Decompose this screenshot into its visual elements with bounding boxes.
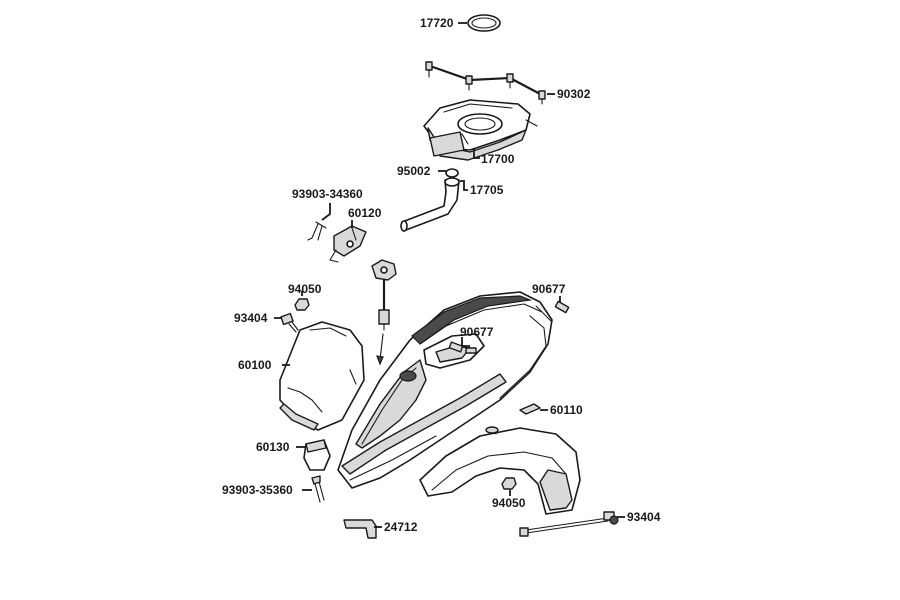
arrowhead bbox=[376, 355, 384, 366]
label-60100: 60100 bbox=[238, 358, 272, 372]
emblem-part bbox=[519, 403, 541, 415]
switch-wire-part bbox=[371, 259, 397, 331]
front-body-part bbox=[337, 291, 553, 489]
leader-line bbox=[379, 333, 384, 361]
label-60130: 60130 bbox=[256, 440, 290, 454]
seal-ring-part bbox=[467, 14, 501, 32]
bolt-part bbox=[280, 312, 299, 333]
clip-part-right bbox=[554, 300, 570, 314]
label-60120: 60120 bbox=[348, 206, 382, 220]
cable-with-clips-part bbox=[425, 61, 546, 105]
label-93903-34360: 93903-34360 bbox=[292, 187, 363, 201]
label-93903-35360: 93903-35360 bbox=[222, 483, 293, 497]
label-90677-right: 90677 bbox=[532, 282, 566, 296]
nut-part bbox=[294, 298, 310, 311]
front-fender-part bbox=[419, 426, 581, 515]
left-side-panel-part bbox=[279, 321, 365, 431]
label-24712: 24712 bbox=[384, 520, 418, 534]
bracket-part bbox=[329, 225, 367, 263]
clip-part-center bbox=[448, 341, 477, 354]
leader-line bbox=[460, 180, 468, 191]
reflector-part bbox=[303, 439, 331, 471]
long-bolt-part bbox=[519, 511, 619, 537]
leader-line bbox=[461, 337, 470, 347]
leader-line bbox=[321, 203, 331, 221]
breather-tube-part bbox=[400, 168, 460, 232]
label-90302: 90302 bbox=[557, 87, 591, 101]
nut-part-bottom bbox=[501, 477, 517, 490]
label-95002: 95002 bbox=[397, 164, 431, 178]
label-94050-bottom: 94050 bbox=[492, 496, 526, 510]
label-17700: 17700 bbox=[481, 152, 515, 166]
tank-cover-part bbox=[423, 99, 538, 161]
plate-bracket-part bbox=[343, 519, 377, 539]
label-17705: 17705 bbox=[470, 183, 504, 197]
label-93404-right: 93404 bbox=[627, 510, 661, 524]
screw-part bbox=[311, 475, 325, 503]
label-93404-left: 93404 bbox=[234, 311, 268, 325]
label-90677-center: 90677 bbox=[460, 325, 494, 339]
label-17720: 17720 bbox=[420, 16, 454, 30]
label-94050-top: 94050 bbox=[288, 282, 322, 296]
wire-clip-part bbox=[307, 221, 327, 241]
label-60110: 60110 bbox=[550, 403, 583, 417]
leader-line bbox=[473, 148, 480, 159]
